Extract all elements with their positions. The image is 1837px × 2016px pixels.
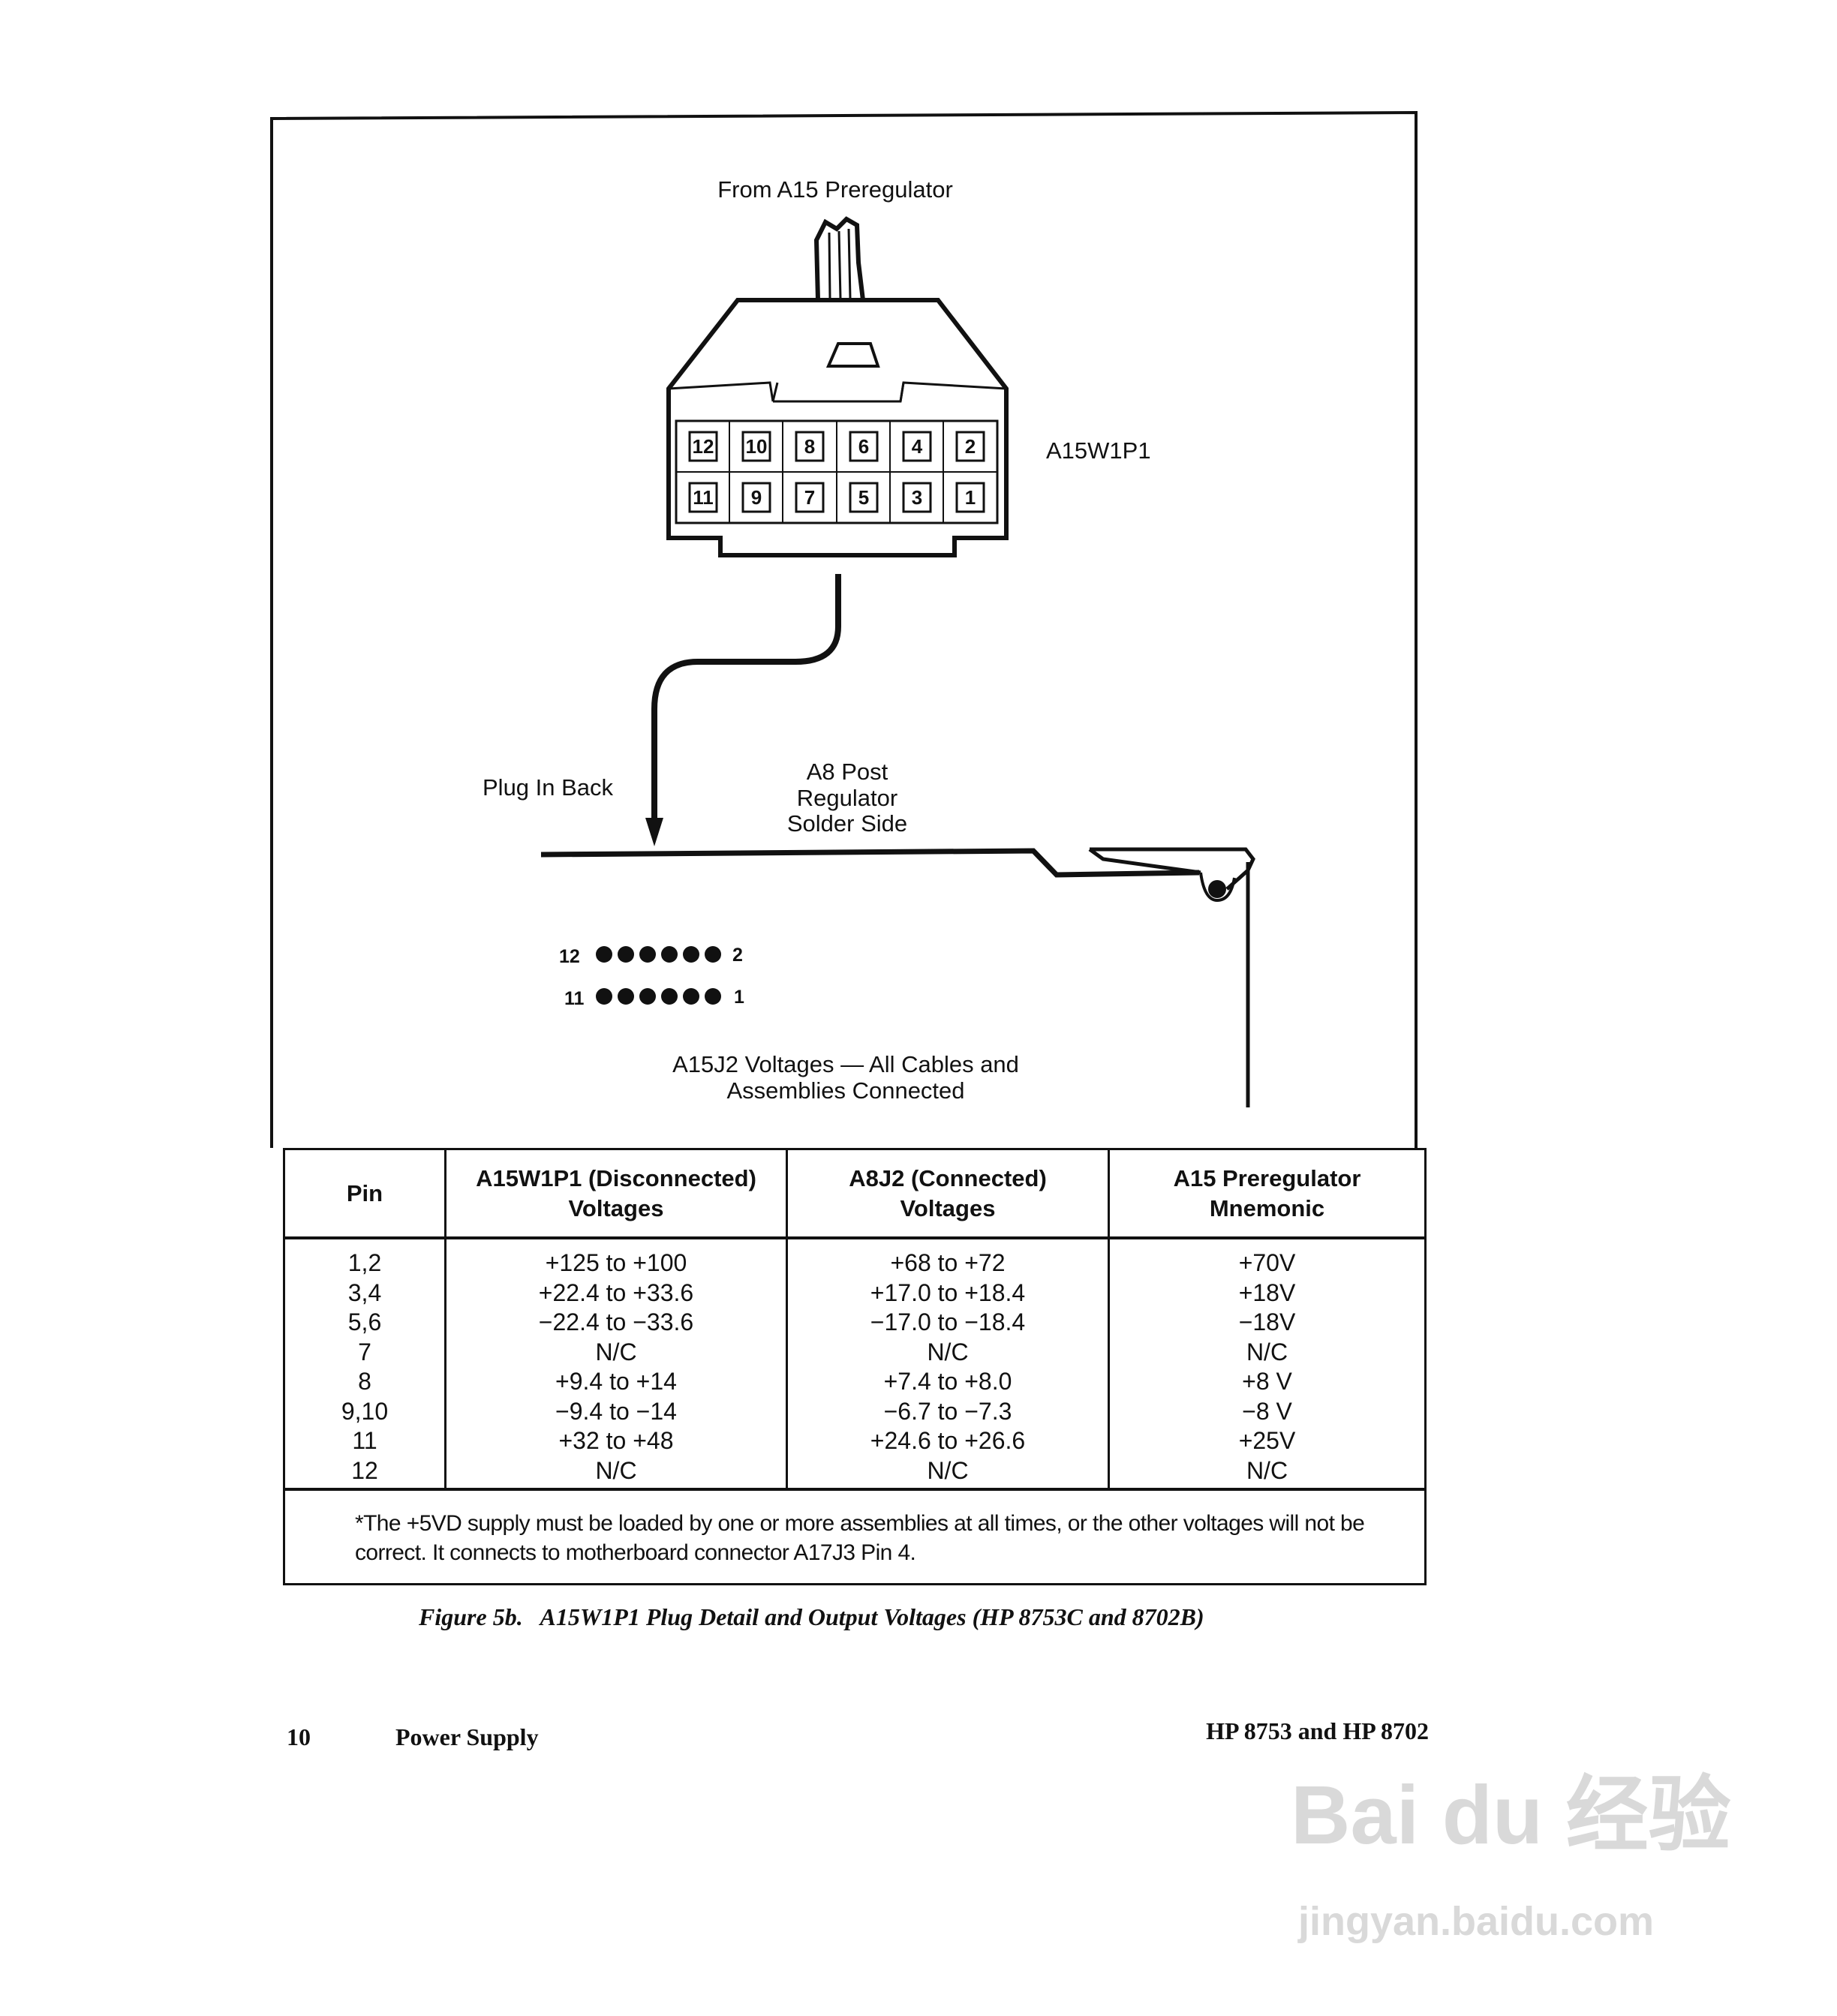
pin-label: 4 xyxy=(912,435,923,458)
dot-row-label: 2 xyxy=(732,945,743,966)
product-name: HP 8753 and HP 8702 xyxy=(1206,1717,1429,1744)
header-text: A8J2 (Connected) xyxy=(849,1164,1047,1191)
table-cell: N/C xyxy=(927,1338,969,1366)
table-cell: −18V xyxy=(1238,1308,1296,1335)
table-cell: +18V xyxy=(1238,1278,1296,1306)
pin-label: 8 xyxy=(804,435,815,458)
figure-caption: Figure 5b. A15W1P1 Plug Detail and Outpu… xyxy=(419,1603,1204,1630)
header-pin: Pin xyxy=(285,1150,446,1236)
dot-row-label: 1 xyxy=(734,987,744,1008)
header-text: A15 Preregulator xyxy=(1173,1164,1361,1191)
table-cell: −22.4 to −33.6 xyxy=(538,1308,694,1335)
voltage-table: Pin A15W1P1 (Disconnected) Voltages A8J2 … xyxy=(283,1148,1427,1585)
table-cell: +68 to +72 xyxy=(890,1249,1006,1276)
circuit-board-edge xyxy=(540,848,1200,878)
header-disconnected: A15W1P1 (Disconnected) Voltages xyxy=(446,1150,788,1236)
dot-row-label: 11 xyxy=(564,988,585,1009)
header-text: A15W1P1 (Disconnected) xyxy=(476,1164,756,1191)
page-number: 10 xyxy=(287,1723,311,1750)
table-cell: +25V xyxy=(1238,1427,1296,1454)
table-cell: +32 to +48 xyxy=(558,1427,674,1454)
voltages-label-line: Assemblies Connected xyxy=(726,1077,964,1104)
table-cell: −6.7 to −7.3 xyxy=(883,1397,1012,1425)
pin-label: 5 xyxy=(858,486,869,509)
table-cell: +24.6 to +26.6 xyxy=(870,1427,1026,1454)
table-cell: −9.4 to −14 xyxy=(555,1397,677,1425)
table-cell: N/C xyxy=(595,1456,637,1484)
header-text: Pin xyxy=(346,1179,383,1206)
table-cell: 9,10 xyxy=(341,1397,389,1425)
header-text: Voltages xyxy=(568,1194,664,1221)
table-cell: 12 xyxy=(351,1456,378,1484)
pin-label: 1 xyxy=(965,486,976,509)
board-label-line: Regulator xyxy=(797,785,897,811)
pin-label: 9 xyxy=(751,486,762,509)
table-cell: 1,2 xyxy=(347,1249,382,1276)
insertion-arrow xyxy=(651,574,841,822)
pin-label: 3 xyxy=(912,486,922,509)
connector-pin-dots: 12 2 11 1 xyxy=(559,945,744,1009)
table-cell: N/C xyxy=(1246,1338,1288,1366)
table-cell: 7 xyxy=(358,1338,371,1366)
section-title: Power Supply xyxy=(395,1723,539,1750)
board-label-line: A8 Post xyxy=(807,759,888,785)
latch-pivot xyxy=(1208,880,1226,898)
table-cell: +22.4 to +33.6 xyxy=(538,1278,694,1306)
pin-label: 6 xyxy=(858,435,869,458)
table-cell: +9.4 to +14 xyxy=(555,1368,677,1395)
board-label-line: Solder Side xyxy=(787,810,907,837)
figure-frame xyxy=(270,110,1418,1148)
table-cell: N/C xyxy=(595,1338,637,1366)
source-label: From A15 Preregulator xyxy=(717,176,953,203)
latch-hook xyxy=(1199,872,1236,903)
cable-wires xyxy=(828,228,852,299)
table-cell: +17.0 to +18.4 xyxy=(870,1278,1026,1306)
watermark-logo: Bai du 经验 xyxy=(1291,1769,1731,1861)
plug-in-back-label: Plug In Back xyxy=(483,774,614,801)
table-cell: +70V xyxy=(1238,1249,1296,1276)
table-cell: +125 to +100 xyxy=(545,1249,687,1276)
plug-label: A15W1P1 xyxy=(1046,437,1151,464)
table-cell: 11 xyxy=(352,1427,377,1454)
table-header-row: Pin A15W1P1 (Disconnected) Voltages A8J2 … xyxy=(285,1150,1424,1239)
pin-label: 11 xyxy=(693,486,714,509)
watermark-url: jingyan.baidu.com xyxy=(1298,1899,1655,1944)
table-cell: 5,6 xyxy=(347,1308,382,1335)
table-footnote: *The +5VD supply must be loaded by one o… xyxy=(355,1511,1365,1565)
header-text: Mnemonic xyxy=(1209,1194,1325,1221)
pin-label: 2 xyxy=(965,435,976,458)
table-cell: −8 V xyxy=(1242,1397,1292,1425)
table-cell: +8 V xyxy=(1242,1368,1292,1395)
table-cell: 8 xyxy=(358,1368,371,1395)
table-cell: N/C xyxy=(1246,1456,1288,1484)
voltages-label-line: A15J2 Voltages — All Cables and xyxy=(672,1051,1019,1077)
table-cell: −17.0 to −18.4 xyxy=(870,1308,1026,1335)
disconnected-column: +125 to +100+22.4 to +33.6−22.4 to −33.6… xyxy=(446,1239,788,1488)
header-text: Voltages xyxy=(900,1194,996,1221)
arrow-head-icon xyxy=(645,818,663,846)
table-cell: 3,4 xyxy=(347,1278,382,1306)
table-cell: N/C xyxy=(927,1456,969,1484)
dot-row-label: 12 xyxy=(559,946,580,967)
table-cell: +7.4 to +8.0 xyxy=(883,1368,1012,1395)
header-connected: A8J2 (Connected) Voltages xyxy=(788,1150,1110,1236)
pin-label: 10 xyxy=(746,435,768,458)
plug-a15w1p1: 12 10 8 6 4 2 11 9 7 5 3 1 xyxy=(666,298,1009,557)
pin-label: 7 xyxy=(804,486,815,509)
pin-label: 12 xyxy=(693,435,714,458)
board-latch xyxy=(1088,847,1255,1107)
